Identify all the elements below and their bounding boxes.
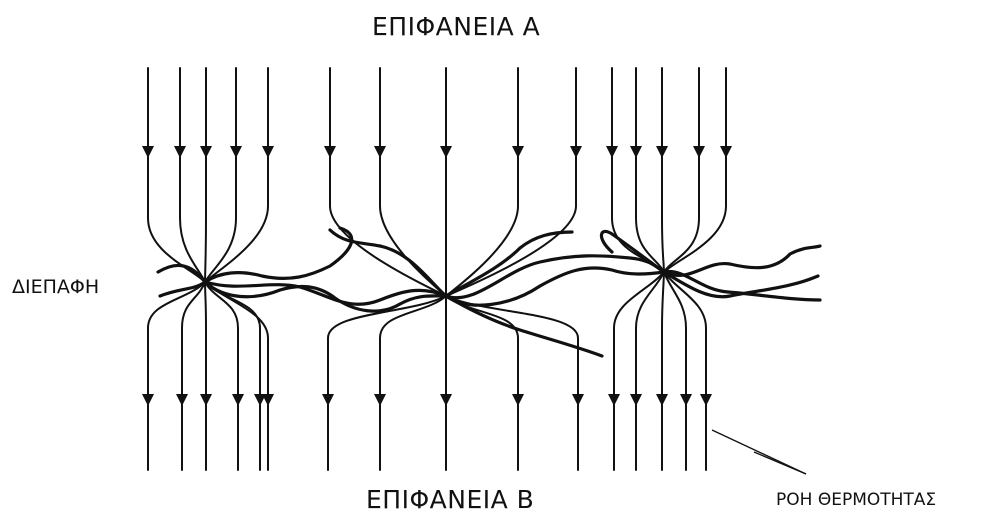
heat-flow-line <box>205 68 236 282</box>
surface-a-label: ΕΠΙΦΑΝΕΙΑ Α <box>372 12 540 41</box>
heat-flow-line <box>148 282 205 470</box>
flow-pointer-line <box>754 452 806 474</box>
heat-flow-line <box>205 282 238 470</box>
heat-flow-line <box>205 282 268 470</box>
heat-flow-line <box>662 272 664 470</box>
heat-flow-line <box>664 272 686 470</box>
heat-flow-line <box>380 296 446 470</box>
heat-flow-line <box>205 68 206 282</box>
heat-flow-line <box>612 68 664 272</box>
heat-flow-line <box>330 68 446 296</box>
heat-flow-line <box>662 68 664 272</box>
heat-flow-line <box>148 68 205 282</box>
surface-b-label: ΕΠΙΦΑΝΕΙΑ Β <box>366 485 534 514</box>
interface-profile-line <box>205 228 352 282</box>
heat-flow-line <box>446 68 518 296</box>
heat-flow-line <box>182 282 205 470</box>
flow-pointer-lines <box>712 430 806 474</box>
interface-label: ΔΙΕΠΑΦΗ <box>12 276 99 298</box>
heat-flow-line <box>614 272 664 470</box>
interface-profile-line <box>330 230 446 296</box>
heat-flow-line <box>180 68 205 282</box>
heat-flow-line <box>446 296 578 470</box>
heat-flow-line <box>446 68 576 296</box>
interface-profile-line <box>446 232 572 296</box>
heat-flow-label: ΡΟΗ ΘΕΡΜΟΤΗΤΑΣ <box>776 490 936 510</box>
heat-flow-line <box>328 296 446 470</box>
heat-flow-line <box>446 296 518 470</box>
interface-contact-lines <box>158 228 820 356</box>
heat-flow-line <box>664 68 699 272</box>
heat-flow-line <box>636 68 664 272</box>
heat-flow-lines <box>148 68 726 470</box>
heat-flow-line <box>664 68 726 272</box>
heat-flow-line <box>636 272 664 470</box>
